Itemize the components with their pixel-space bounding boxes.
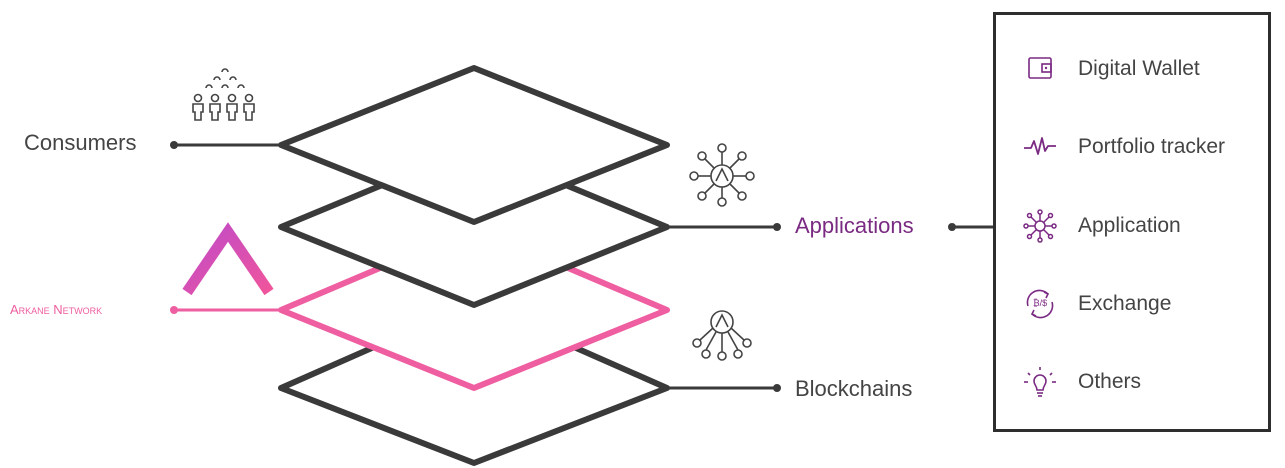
panel-item-label: Others [1078,370,1142,393]
lightbulb-icon [1024,367,1056,397]
network-icon [1023,209,1057,243]
exchange-icon: ₿/$ [1026,289,1054,319]
wallet-icon [1028,57,1052,79]
panel-item-label: Portfolio tracker [1078,135,1226,158]
panel-item-label: Application [1078,214,1181,237]
applications-connector [667,223,781,231]
arkane-logo [182,222,274,296]
arkane-connector [170,306,281,314]
layer-applications [278,144,670,308]
panel-item-portfolio-tracker: Portfolio tracker [996,127,1268,167]
panel-item-label: Digital Wallet [1078,57,1200,80]
blockchains-label: Blockchains [795,376,913,401]
app-hub-icon [689,143,755,207]
layer-consumers [278,65,670,225]
panel-item-others: Others [996,362,1268,402]
svg-text:₿/$: ₿/$ [1033,298,1047,308]
blockchains-connector [667,384,781,392]
panel-item-label: Exchange [1078,292,1172,315]
arkane-network-label: Arkane Network [10,302,103,317]
consumers-connector [170,141,281,149]
crowd-icon [192,68,255,121]
pulse-icon [1024,137,1056,155]
consumers-label: Consumers [24,130,137,155]
applications-label: Applications [795,213,914,238]
panel-item-exchange: ₿/$ Exchange [996,284,1268,324]
panel-connector [948,223,996,231]
applications-panel: Digital Wallet Portfolio tracker Applica… [993,12,1271,432]
panel-item-digital-wallet: Digital Wallet [996,49,1268,89]
blockchain-tree-icon [692,310,752,361]
panel-item-application: Application [996,206,1268,246]
